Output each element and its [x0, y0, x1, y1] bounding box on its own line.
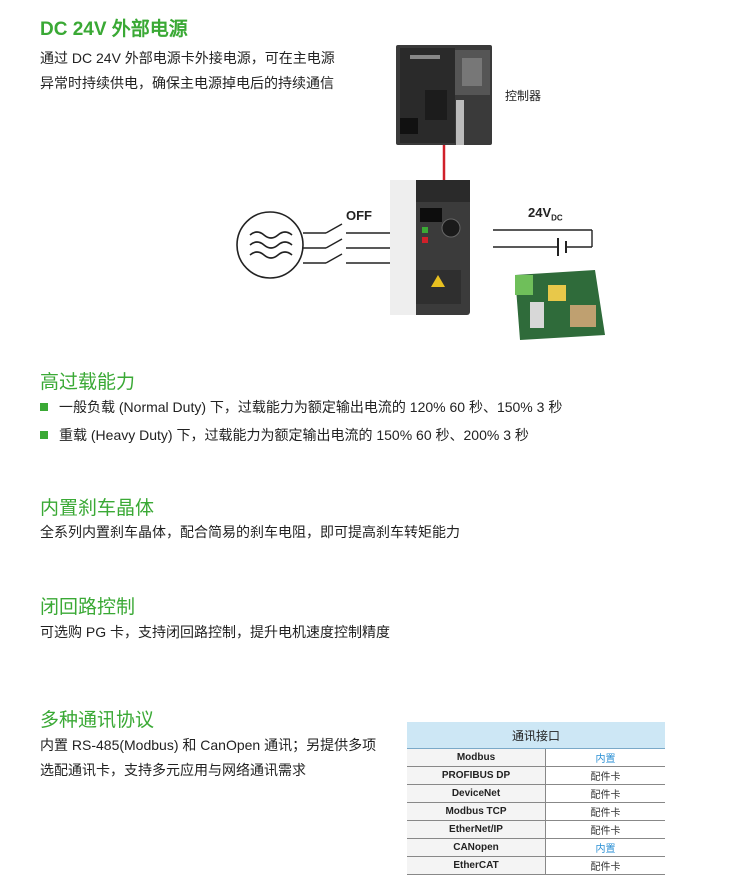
protocol-name: CANopen	[407, 838, 546, 857]
comm-body-line2: 选配通讯卡，支持多元应用与网络通讯需求	[40, 762, 306, 778]
off-switch	[303, 223, 390, 264]
protocol-value: 配件卡	[545, 784, 665, 803]
controller-label: 控制器	[505, 89, 542, 103]
protocol-name: PROFIBUS DP	[407, 766, 546, 785]
protocol-name: Modbus	[407, 748, 546, 767]
protocol-name: DeviceNet	[407, 784, 546, 803]
voltage-value: 24V	[528, 205, 552, 220]
bullet-square-icon	[40, 403, 48, 411]
section-title-overload: 高过载能力	[40, 372, 136, 393]
overload-bullet-2: 重载 (Heavy Duty) 下，过载能力为额定输出电流的 150% 60 秒…	[40, 425, 529, 445]
comm-body-line1: 内置 RS-485(Modbus) 和 CanOpen 通讯；另提供多项	[40, 737, 377, 753]
dc24-body-line1: 通过 DC 24V 外部电源卡外接电源，可在主电源	[40, 50, 335, 66]
overload-bullet-1: 一般负载 (Normal Duty) 下，过载能力为额定输出电流的 120% 6…	[40, 397, 562, 417]
overload-bullet-1-text: 一般负载 (Normal Duty) 下，过载能力为额定输出电流的 120% 6…	[59, 399, 563, 415]
protocol-value: 配件卡	[545, 820, 665, 839]
protocol-value: 配件卡	[545, 802, 665, 821]
section-title-brake: 内置刹车晶体	[40, 498, 155, 519]
drive-image	[390, 180, 470, 315]
dc-power-card-image	[515, 270, 605, 340]
protocol-value: 配件卡	[545, 856, 665, 875]
ac-source-icon	[236, 211, 304, 279]
dc24-body-line2: 异常时持续供电，确保主电源掉电后的持续通信	[40, 75, 334, 91]
closed-loop-body: 可选购 PG 卡，支持闭回路控制，提升电机速度控制精度	[40, 624, 391, 640]
protocol-value: 内置	[545, 838, 665, 857]
section-title-closed-loop: 闭回路控制	[40, 597, 136, 618]
section-title-comm: 多种通讯协议	[40, 710, 155, 731]
off-label: OFF	[346, 208, 372, 223]
protocol-name: EtherCAT	[407, 856, 546, 875]
voltage-sub: DC	[551, 213, 563, 223]
protocol-name: EtherNet/IP	[407, 820, 546, 839]
power-wiring-diagram	[236, 45, 605, 340]
controller-image	[396, 45, 492, 145]
protocol-value: 配件卡	[545, 766, 665, 785]
brake-body: 全系列内置刹车晶体，配合简易的刹车电阻，即可提高刹车转矩能力	[40, 524, 460, 540]
table-header: 通讯接口	[407, 722, 665, 749]
dc-supply-lines	[493, 229, 593, 256]
protocol-value: 内置	[545, 748, 665, 767]
bullet-square-icon	[40, 431, 48, 439]
protocol-name: Modbus TCP	[407, 802, 546, 821]
overload-bullet-2-text: 重载 (Heavy Duty) 下，过载能力为额定输出电流的 150% 60 秒…	[59, 427, 529, 443]
voltage-label: 24VDC	[528, 205, 563, 223]
section-title-dc24: DC 24V 外部电源	[40, 19, 188, 40]
